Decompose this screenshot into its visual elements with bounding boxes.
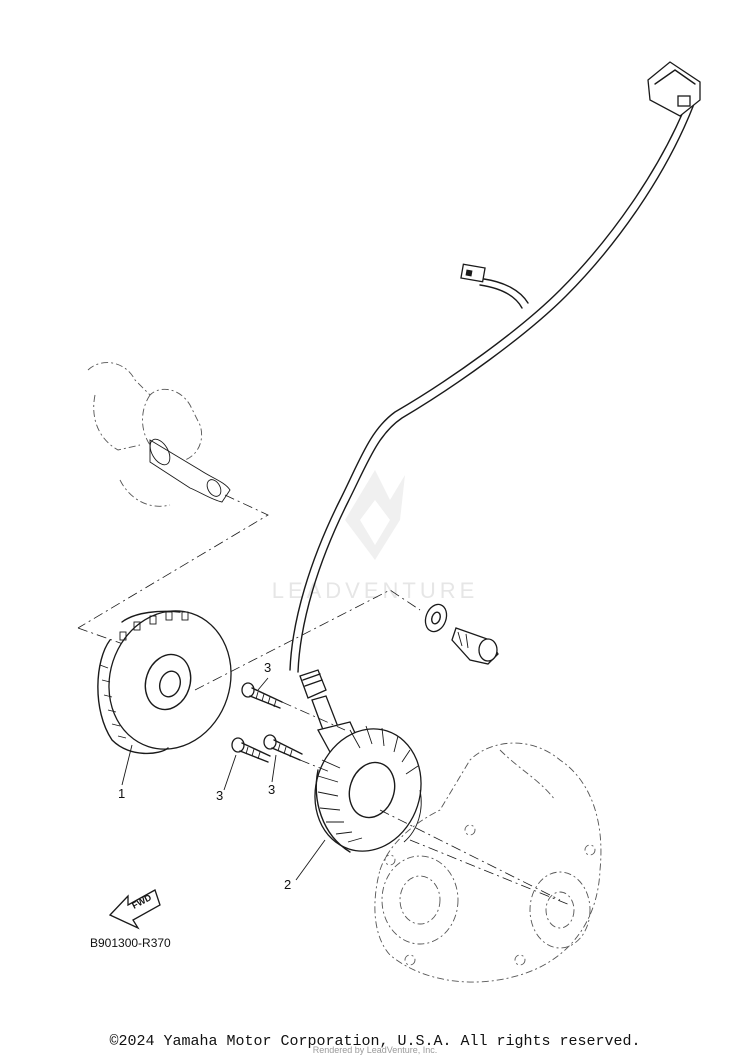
- reference-code: B901300-R370: [90, 936, 171, 950]
- watermark-brand-text: LEADVENTURE: [272, 578, 479, 603]
- wire-harness: [289, 99, 695, 673]
- callout-3b: 3: [216, 788, 223, 803]
- callout-3b-leader: [223, 754, 237, 791]
- copyright-notice: ©2024 Yamaha Motor Corporation, U.S.A. A…: [109, 1033, 641, 1050]
- callout-3c-leader: [271, 754, 277, 783]
- bolt-lower-right: [263, 734, 303, 761]
- crankshaft-ghost: [87, 362, 231, 507]
- callout-3a: 3: [264, 660, 271, 675]
- fwd-arrow-icon: FWD: [108, 889, 161, 930]
- watermark-logo: LEADVENTURE: [272, 470, 479, 603]
- callout-3c: 3: [268, 782, 275, 797]
- flywheel-rotor: [97, 610, 232, 755]
- grommet: [299, 669, 361, 753]
- flange-bolt: [451, 627, 499, 665]
- bolt-lower-left: [231, 737, 271, 763]
- sub-connector: [460, 263, 486, 283]
- callout-3a-leader: [257, 677, 269, 691]
- leader-crank-rotor: [77, 494, 269, 629]
- callout-1: 1: [118, 786, 125, 801]
- callout-2: 2: [284, 877, 291, 892]
- stator: [314, 725, 422, 853]
- leader-bolts-stator: [281, 701, 346, 773]
- callout-1-leader: [121, 744, 133, 786]
- crankcase-cover-ghost: [374, 742, 602, 983]
- rendered-by-text: Rendered by LeadVenture, Inc.: [312, 1045, 438, 1055]
- callout-2-leader: [295, 839, 326, 881]
- main-connector: [647, 61, 701, 117]
- leader-washer-stator: [194, 589, 421, 691]
- bolt-upper: [241, 682, 283, 709]
- washer: [424, 603, 448, 633]
